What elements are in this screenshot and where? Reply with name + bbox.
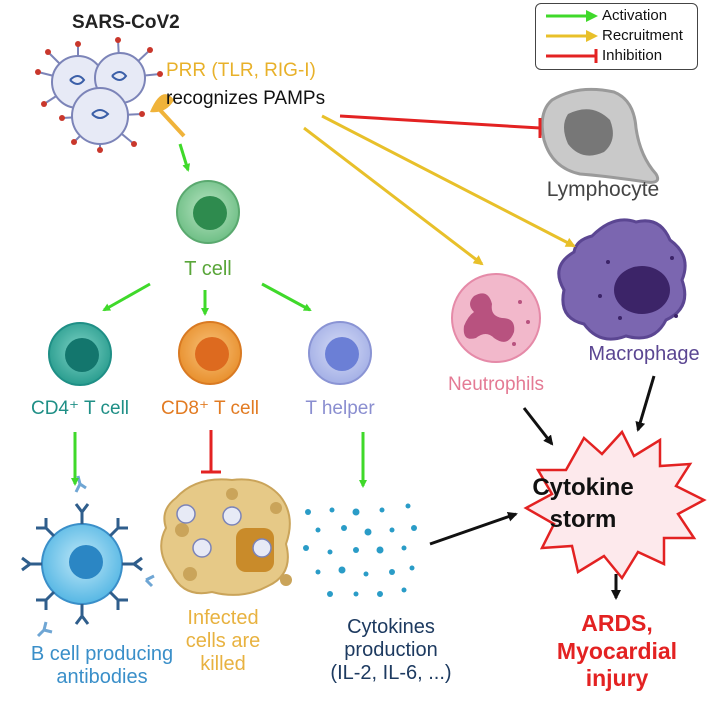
cytokine-dots-icon <box>303 503 417 597</box>
inhibition-arrow-lymphocyte <box>339 114 542 138</box>
arrow-macrophage-storm <box>635 375 656 432</box>
ards-myocardial-injury-label: ARDS, Myocardial injury <box>556 610 678 692</box>
b-cell-icon <box>21 475 155 638</box>
macrophage-label: Macrophage <box>588 343 700 365</box>
lymphocyte-label: Lymphocyte <box>546 178 660 201</box>
virus-icon <box>35 37 186 153</box>
recruitment-arrow-icon <box>546 30 598 42</box>
b-cell-label: B cell producing antibodies <box>30 643 174 688</box>
cytokine-storm-label: Cytokine storm <box>532 474 634 534</box>
legend-label-recruitment: Recruitment <box>602 27 683 44</box>
infected-cells-label: Infected cells are killed <box>185 607 261 675</box>
activation-arrow-t-helper <box>261 282 312 312</box>
cd4-t-cell-icon <box>48 322 112 386</box>
neutrophil-cell-icon <box>451 273 541 363</box>
recruitment-arrow-neutrophils <box>303 126 484 266</box>
activation-arrow-icon <box>546 10 598 22</box>
t-helper-label: T helper <box>305 398 375 419</box>
activation-arrow-t-cell <box>178 143 191 172</box>
t-helper-cell-icon <box>308 321 372 385</box>
cytokine-storm-burst <box>523 429 707 581</box>
prr-label: PRR (TLR, RIG-I) <box>166 60 316 81</box>
cytokines-production-label: Cytokines production (IL-2, IL-6, ...) <box>330 616 452 684</box>
cd8-t-cell-icon <box>178 321 242 385</box>
legend-label-activation: Activation <box>602 7 668 24</box>
neutrophils-label: Neutrophils <box>447 374 545 395</box>
infected-cells-icon <box>160 478 292 596</box>
t-cell-label: T cell <box>184 258 232 280</box>
legend-label-inhibition: Inhibition <box>602 47 663 64</box>
t-cell-icon <box>176 180 240 244</box>
diagram-title: SARS-CoV2 <box>72 12 180 33</box>
macrophage-cell-icon <box>557 218 687 341</box>
recruitment-arrow-macrophage <box>321 114 576 248</box>
arrow-neutrophils-storm <box>522 407 554 446</box>
pamps-label: recognizes PAMPs <box>166 88 326 109</box>
cd4-t-cell-label: CD4⁺ T cell <box>30 398 130 419</box>
cd8-t-cell-label: CD8⁺ T cell <box>160 398 260 419</box>
inhibition-arrow-infected <box>201 430 221 474</box>
legend: Activation Recruitment Inhibition <box>535 3 698 70</box>
arrow-cytokines-storm <box>429 511 518 546</box>
activation-arrow-cd4 <box>102 282 151 312</box>
lymphocyte-cell-icon <box>540 87 660 184</box>
inhibition-bar-icon <box>546 49 598 63</box>
